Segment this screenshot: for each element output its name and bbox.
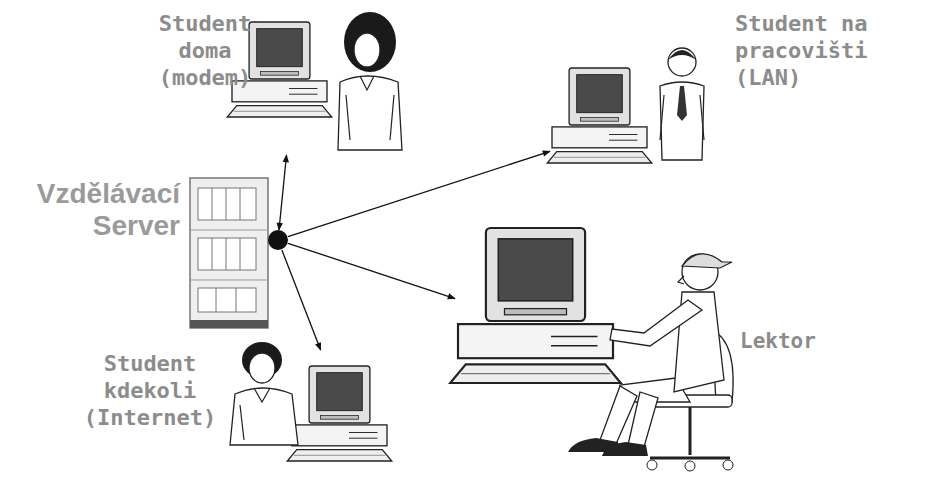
figure-node: Student doma (modem) <box>150 5 410 155</box>
person-figure <box>346 95 350 140</box>
person-figure <box>338 12 402 150</box>
person-figure <box>677 86 687 121</box>
seated-lecturer <box>647 460 657 470</box>
network-link <box>279 155 287 230</box>
network-link <box>288 243 455 298</box>
server-rack <box>212 238 213 270</box>
network-link <box>282 250 321 350</box>
station-label: Lektor <box>740 328 820 355</box>
server-rack <box>190 178 288 328</box>
server-rack <box>198 238 256 270</box>
seated-lecturer <box>678 276 684 284</box>
server-rack <box>216 288 217 312</box>
person-figure <box>668 50 696 60</box>
person-figure <box>354 33 380 67</box>
server-rack <box>212 188 213 220</box>
person-figure <box>668 48 696 76</box>
server-rack <box>236 288 237 312</box>
person-figure <box>230 388 298 445</box>
person-figure <box>249 353 275 383</box>
seated-lecturer <box>568 254 733 471</box>
figure-node: Student kdekoli (Internet) <box>80 350 400 472</box>
person-figure <box>254 388 270 402</box>
person-figure <box>390 95 394 140</box>
seated-lecturer <box>689 407 692 455</box>
illustration <box>190 12 733 471</box>
server-rack <box>226 188 227 220</box>
figure-node: Vzdělávací Server <box>268 230 288 250</box>
seated-lecturer <box>682 254 732 268</box>
seated-lecturer <box>685 461 695 471</box>
station-label: Student doma (modem) <box>150 10 260 91</box>
seated-lecturer <box>628 392 658 447</box>
connector-layer <box>279 151 550 350</box>
server-rack <box>190 320 268 328</box>
station-label: Student kdekoli (Internet) <box>80 350 220 431</box>
computer-icon <box>287 366 392 461</box>
person-figure <box>660 95 664 140</box>
server-rack <box>268 230 288 250</box>
person-figure <box>700 95 704 140</box>
station-label: Student na pracovišti (LAN) <box>735 10 910 91</box>
network-link <box>288 151 550 236</box>
person-figure <box>240 405 244 440</box>
server-rack <box>226 238 227 270</box>
figure-node: Lektor <box>455 225 820 475</box>
server-rack <box>240 238 241 270</box>
seated-lecturer <box>610 300 702 346</box>
person-figure <box>230 342 298 445</box>
server-rack <box>190 178 268 328</box>
figure-node: Student na pracovišti (LAN) <box>550 5 890 165</box>
server-rack <box>190 280 268 281</box>
server-rack <box>198 288 256 312</box>
person-figure <box>344 12 396 72</box>
server-rack <box>198 188 256 220</box>
seated-lecturer <box>723 460 733 470</box>
person-figure <box>360 76 374 90</box>
person-figure <box>660 48 704 160</box>
seated-lecturer <box>602 442 648 456</box>
computer-icon <box>547 68 652 163</box>
person-figure <box>660 82 704 160</box>
seated-lecturer <box>650 457 730 460</box>
server-rack <box>240 188 241 220</box>
server-rack <box>190 230 268 231</box>
person-figure <box>338 76 402 150</box>
computer-icon <box>450 228 621 383</box>
server-label: Vzdělávací Server <box>5 178 180 242</box>
